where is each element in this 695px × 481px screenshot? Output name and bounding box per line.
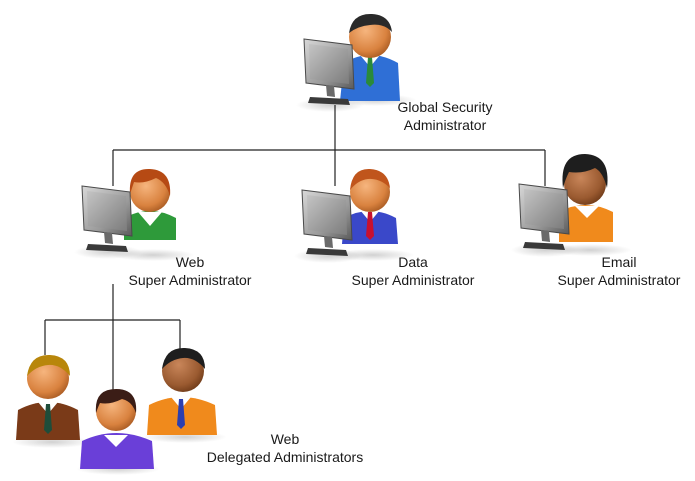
person-icon	[143, 347, 227, 443]
label-line: Super Administrator	[128, 272, 252, 288]
person-icon	[76, 389, 160, 475]
label-line: Web	[270, 431, 300, 447]
label-line: Super Administrator	[351, 272, 475, 288]
label-line: Super Administrator	[557, 272, 681, 288]
person-icon	[12, 354, 92, 448]
node-label-email-super-administrator: Email Super Administrator	[545, 253, 693, 289]
connector-lines	[44, 105, 546, 390]
admin-computer-icon	[293, 168, 415, 264]
label-line: Email	[601, 254, 637, 270]
node-label-global-security-administrator: Global Security Administrator	[380, 98, 510, 134]
label-line: Delegated Administrators	[206, 449, 364, 465]
admin-computer-icon	[510, 154, 632, 258]
label-line: Web	[175, 254, 205, 270]
label-line: Data	[398, 254, 428, 270]
node-label-web-delegated-administrators: Web Delegated Administrators	[190, 430, 380, 466]
admin-computer-icon	[295, 13, 417, 113]
label-line: Administrator	[403, 117, 487, 133]
admin-computer-icon	[73, 168, 195, 261]
node-label-data-super-administrator: Data Super Administrator	[333, 253, 493, 289]
label-line: Global Security	[397, 99, 493, 115]
node-label-web-super-administrator: Web Super Administrator	[110, 253, 270, 289]
